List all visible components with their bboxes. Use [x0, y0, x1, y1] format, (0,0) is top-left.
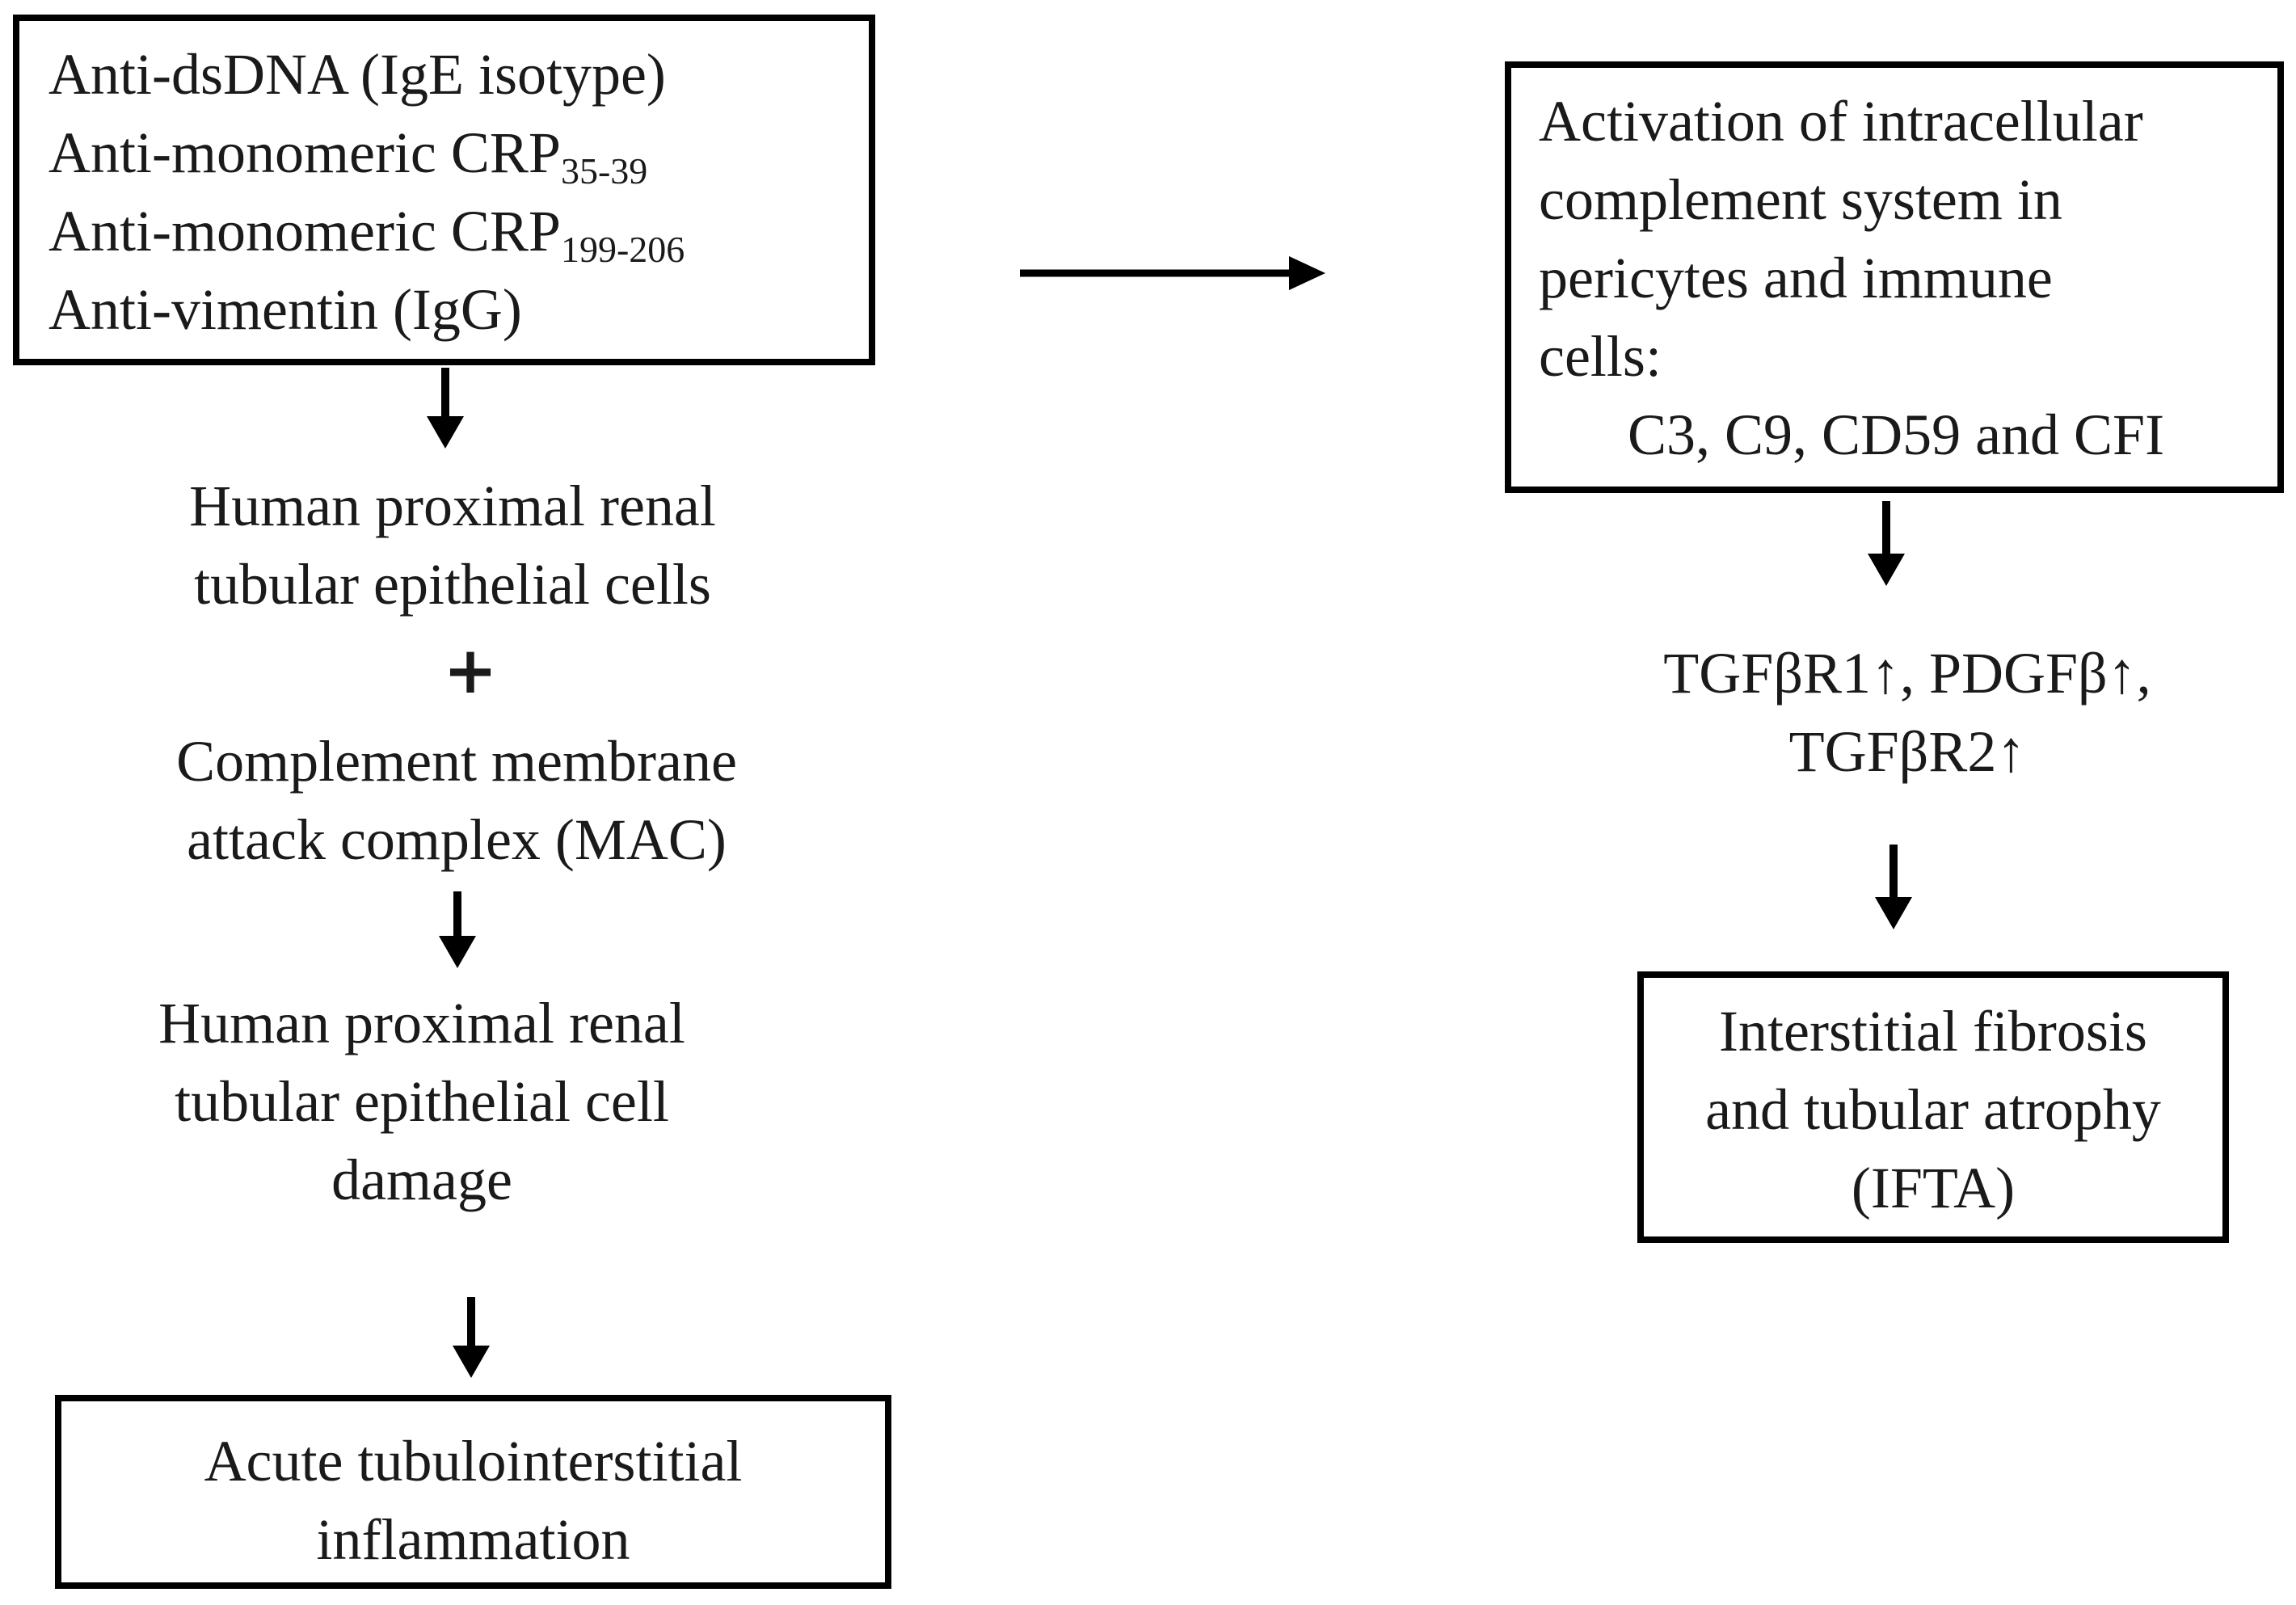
antibody-anti-mcrp-199-206: Anti-monomeric CRP199-206: [48, 199, 685, 270]
arrow-down-complement-to-markers: [1868, 501, 1905, 586]
complement-line-2: complement system in: [1539, 167, 2062, 232]
fibrosis-markers-text: TGFβR1↑, PDGFβ↑, TGFβR2↑: [1584, 634, 2231, 791]
damage-line-2: tubular epithelial cell: [175, 1069, 669, 1134]
antibodies-box: Anti-dsDNA (IgE isotype) Anti-monomeric …: [13, 15, 875, 365]
complement-line-4: cells:: [1539, 324, 1662, 389]
ifta-line-3: (IFTA): [1851, 1156, 2016, 1220]
inflammation-line-1: Acute tubulointerstitial: [204, 1429, 743, 1493]
arrow-right-to-complement: [1020, 256, 1325, 290]
target-cells-line-1: Human proximal renal: [189, 474, 716, 538]
ifta-box: Interstitial fibrosis and tubular atroph…: [1637, 971, 2229, 1243]
target-cells-line-2: tubular epithelial cells: [194, 552, 711, 617]
complement-line-5: C3, C9, CD59 and CFI: [1628, 402, 2165, 467]
complement-line-3: pericytes and immune: [1539, 246, 2053, 310]
ifta-line-2: and tubular atrophy: [1705, 1077, 2161, 1142]
markers-line-1: TGFβR1↑, PDGFβ↑,: [1663, 641, 2151, 706]
arrow-down-markers-to-ifta: [1875, 845, 1912, 929]
damage-line-3: damage: [331, 1148, 512, 1212]
mac-line-2: attack complex (MAC): [187, 807, 727, 872]
arrow-down-damage-to-inflammation: [453, 1297, 490, 1378]
cell-damage-text: Human proximal renal tubular epithelial …: [0, 984, 844, 1220]
antibody-anti-mcrp-35-39: Anti-monomeric CRP35-39: [48, 120, 648, 192]
acute-inflammation-box: Acute tubulointerstitial inflammation: [55, 1395, 891, 1589]
markers-line-2: TGFβR2↑: [1788, 719, 2026, 784]
damage-line-1: Human proximal renal: [158, 991, 685, 1055]
ifta-line-1: Interstitial fibrosis: [1719, 999, 2147, 1064]
target-cells-text: Human proximal renal tubular epithelial …: [0, 467, 905, 624]
antibody-anti-vimentin: Anti-vimentin (IgG): [48, 277, 522, 342]
antibody-anti-dsdna: Anti-dsDNA (IgE isotype): [48, 42, 666, 107]
mac-text: Complement membrane attack complex (MAC): [0, 722, 913, 879]
arrow-down-antibodies-to-cells: [427, 368, 464, 449]
inflammation-line-2: inflammation: [316, 1507, 630, 1572]
plus-sign: +: [443, 633, 498, 708]
complement-activation-box: Activation of intracellular complement s…: [1505, 61, 2284, 493]
mac-line-1: Complement membrane: [176, 729, 737, 794]
arrow-down-mac-to-damage: [439, 891, 476, 968]
complement-line-1: Activation of intracellular: [1539, 89, 2143, 154]
